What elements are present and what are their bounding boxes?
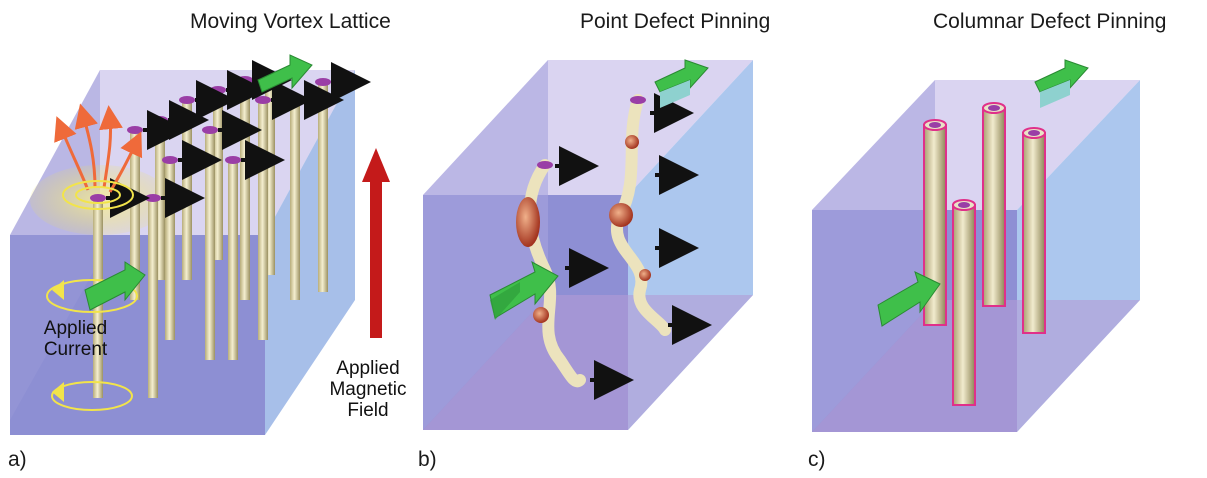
panel-a-current-loops — [46, 180, 138, 411]
panel-b-current-arrow-front — [489, 260, 559, 320]
panel-a-label: a) — [8, 448, 27, 471]
applied-field-label: Applied Magnetic Field — [318, 358, 418, 421]
applied-field-line3: Field — [347, 400, 389, 421]
panel-b-label: b) — [418, 448, 437, 471]
panel-b-vortex-head-1 — [537, 161, 553, 169]
field-arrow — [362, 148, 390, 338]
applied-current-label: Applied Current — [28, 318, 123, 360]
panel-a-current-arrow-top — [257, 54, 313, 93]
panel-c-current-arrow-front — [877, 271, 941, 327]
applied-field-line1: Applied — [336, 358, 400, 379]
panel-a-current-loop-arrow-bottom — [52, 382, 64, 402]
applied-current-line2: Current — [43, 339, 108, 360]
panel-a-motion-arrows — [106, 60, 371, 218]
panel-c-vortex-heads — [929, 105, 1040, 208]
applied-current-line1: Applied — [43, 318, 108, 339]
panel-b-pin-sites — [516, 135, 651, 323]
panel-a-current-arrow-front — [84, 261, 146, 311]
panel-b-box — [423, 60, 753, 430]
panel-b-motion-arrows — [555, 93, 712, 400]
panel-b-vortex-head-2 — [630, 96, 646, 104]
panel-c-label: c) — [808, 448, 826, 471]
panel-b-title: Point Defect Pinning — [580, 10, 771, 33]
panel-c-current-arrow-top — [1034, 59, 1089, 108]
panel-a-title: Moving Vortex Lattice — [190, 10, 391, 33]
panel-a-current-loop-arrow-top — [52, 280, 64, 300]
panel-c-title: Columnar Defect Pinning — [933, 10, 1167, 33]
applied-field-line2: Magnetic — [329, 379, 407, 400]
panel-b-current-arrow-top — [654, 59, 709, 108]
